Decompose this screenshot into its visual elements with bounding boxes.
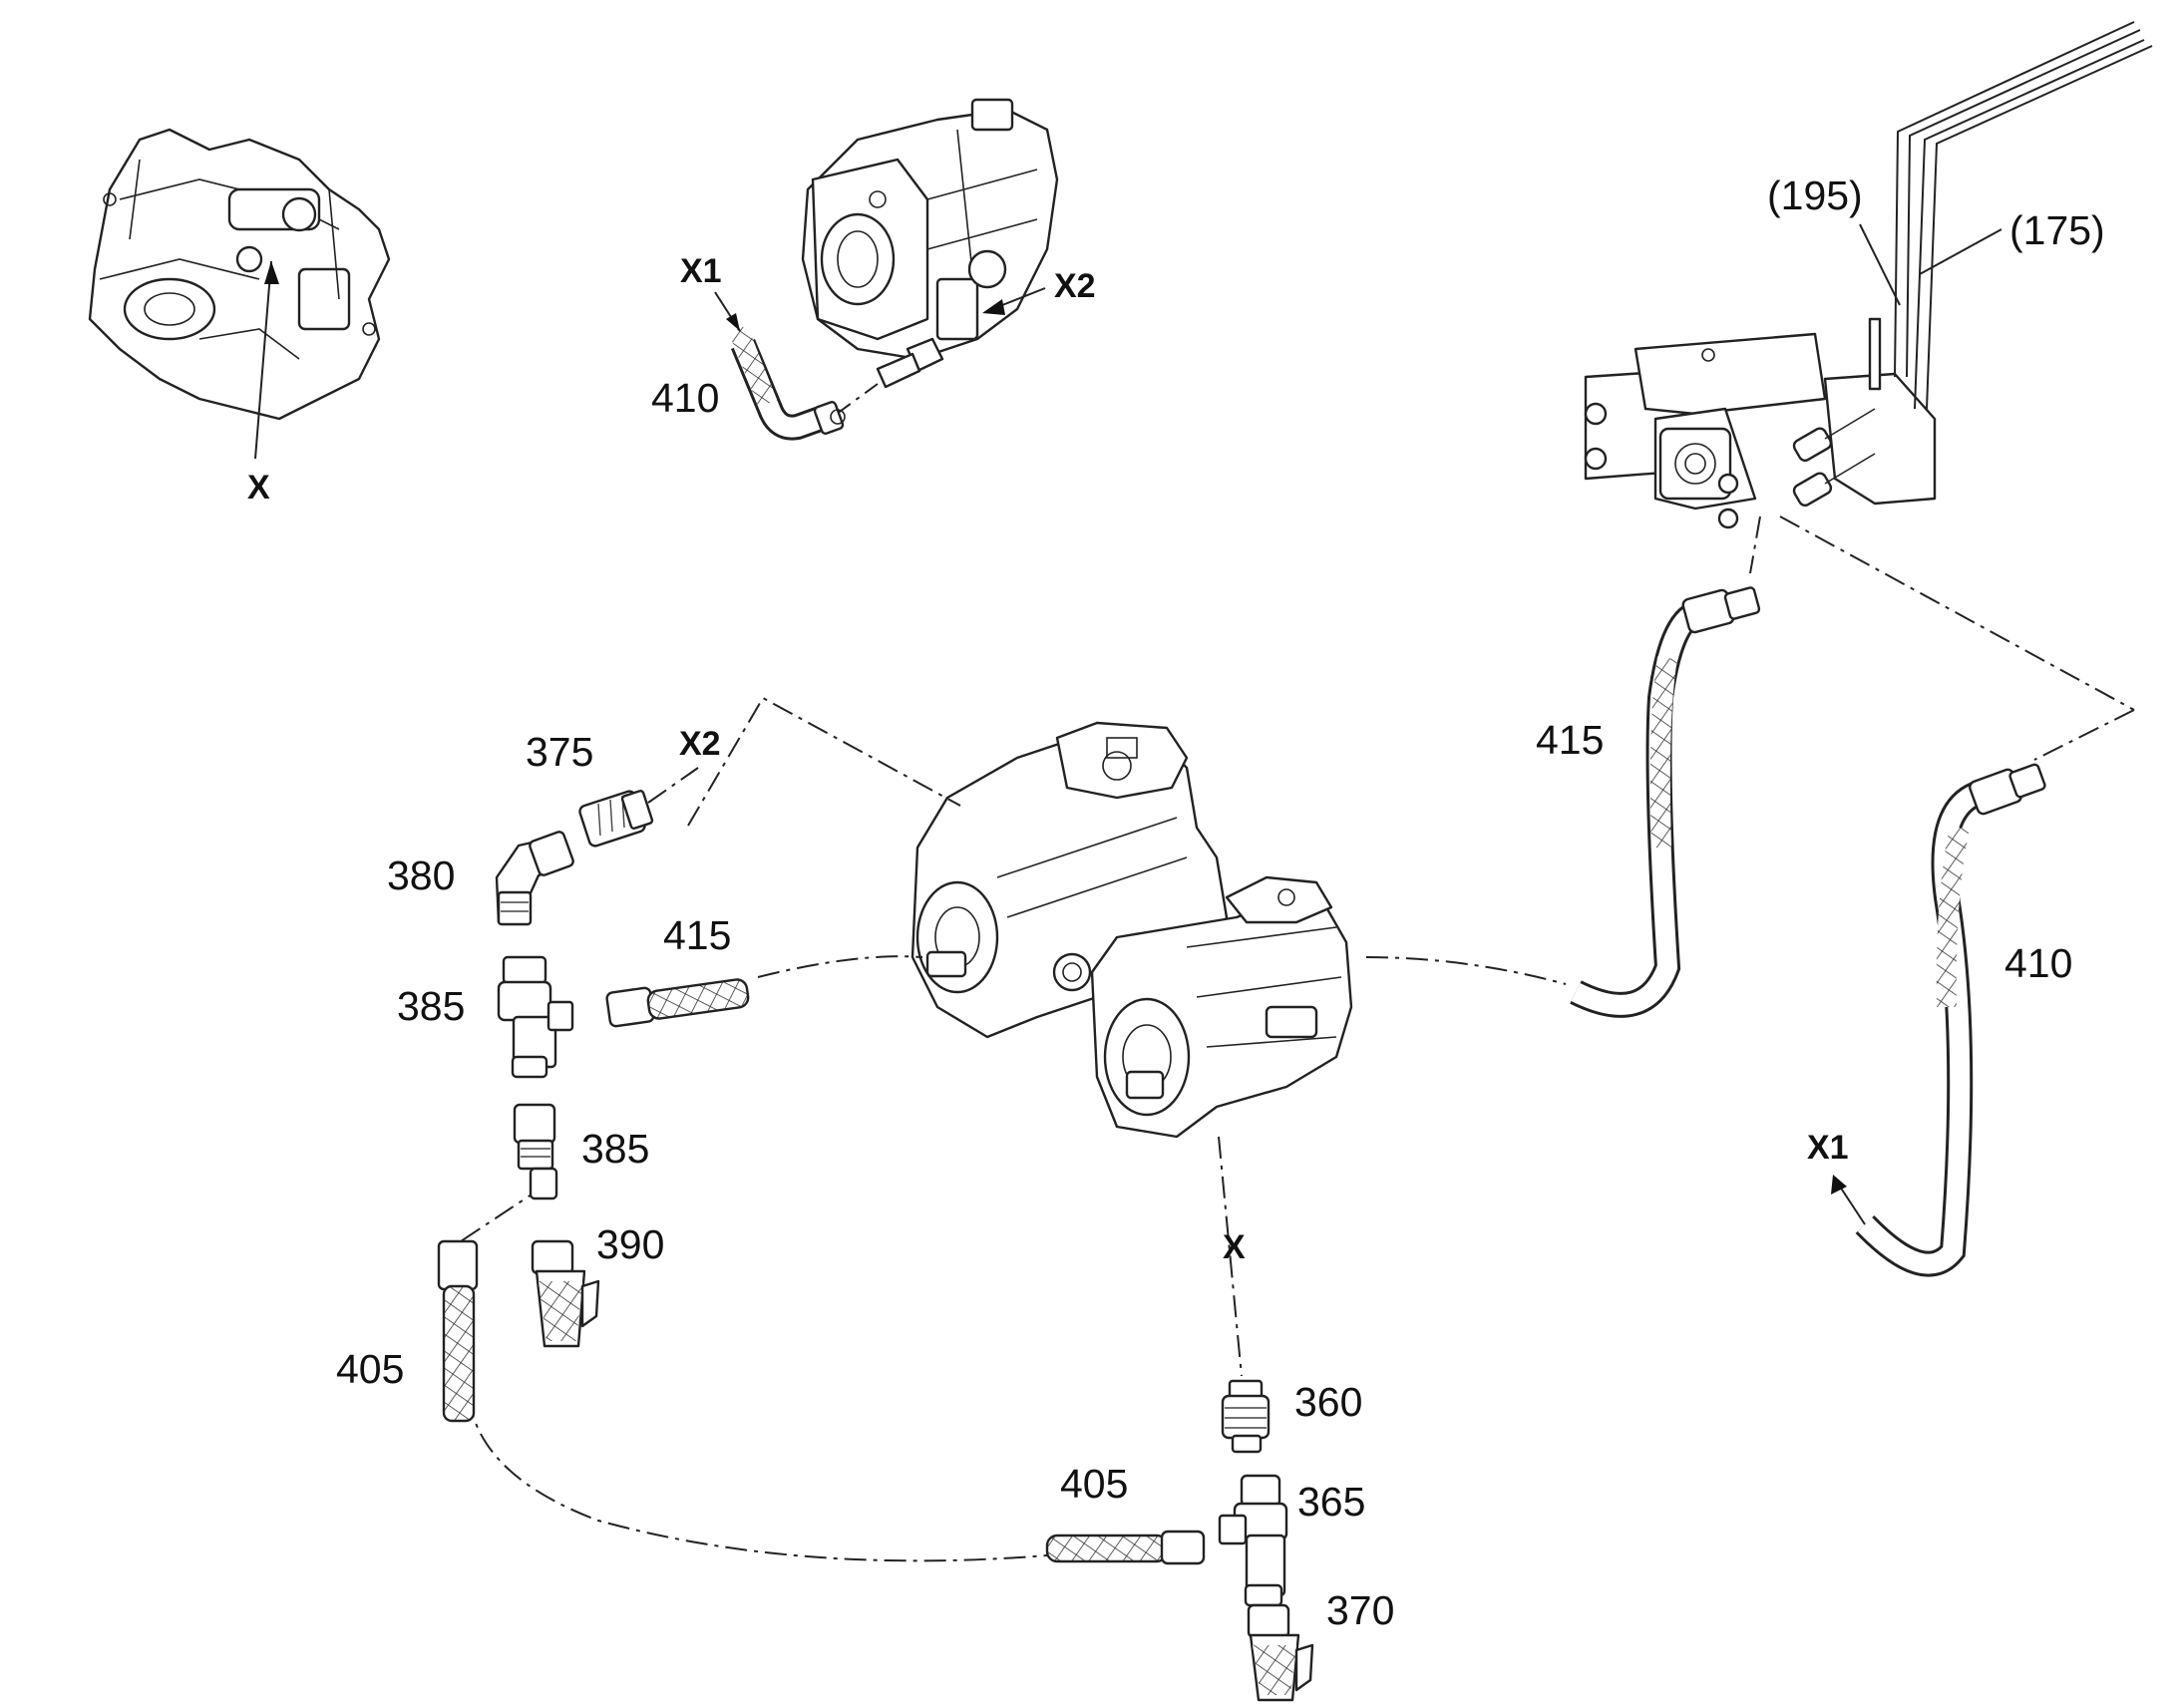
coupling-390 [531,1239,600,1348]
leader-dash-valve-415 [1749,515,1761,574]
top-left-pump-view [88,128,391,421]
leader-top-left-x [254,260,272,460]
callout-385-b: 385 [581,1126,649,1172]
callout-385-a: 385 [397,983,465,1029]
callout-390: 390 [596,1221,664,1267]
callout-360: 360 [1294,1379,1362,1425]
hose-405-vertical [437,1239,479,1423]
callout-x1-top: X1 [680,252,722,290]
callout-x-center: X [1223,1228,1246,1266]
fitting-385-b [513,1103,558,1200]
callout-ref-195: (195) [1767,172,1863,218]
callout-x-top-left: X [247,469,270,507]
callout-365: 365 [1297,1479,1365,1525]
tee-365 [1218,1474,1288,1607]
callout-405-vertical: 405 [336,1346,404,1392]
hose-415-right [1570,586,1761,1018]
callout-410-right: 410 [2004,940,2072,986]
callout-x2-top: X2 [1054,267,1096,305]
callout-ref-175: (175) [2009,207,2105,253]
callout-380: 380 [387,853,455,898]
leader-dash-x2 [687,696,961,827]
top-middle-pump-view [801,98,1059,389]
callout-x1-right: X1 [1807,1129,1849,1167]
callout-415-mid: 415 [663,912,731,958]
callout-x2-mid: X2 [679,725,721,763]
hose-415-mid [605,978,750,1028]
center-pump-assembly [910,721,1353,1139]
fitting-375 [578,790,654,848]
fitting-360 [1221,1379,1271,1454]
hose-410-right [1855,763,2046,1277]
callout-375: 375 [526,729,593,775]
callout-370: 370 [1326,1587,1394,1633]
tee-385-a [497,955,574,1079]
leader-dash-valve-410 [1779,515,2135,711]
coupling-370 [1247,1603,1314,1702]
hose-410-top [728,325,846,441]
valve-block [1584,317,1937,529]
callout-405-bottom: 405 [1060,1461,1128,1507]
callout-415-right: 415 [1536,717,1604,763]
elbow-380 [495,831,574,926]
callout-410-top: 410 [651,375,719,421]
hose-405-bottom [1045,1530,1206,1565]
